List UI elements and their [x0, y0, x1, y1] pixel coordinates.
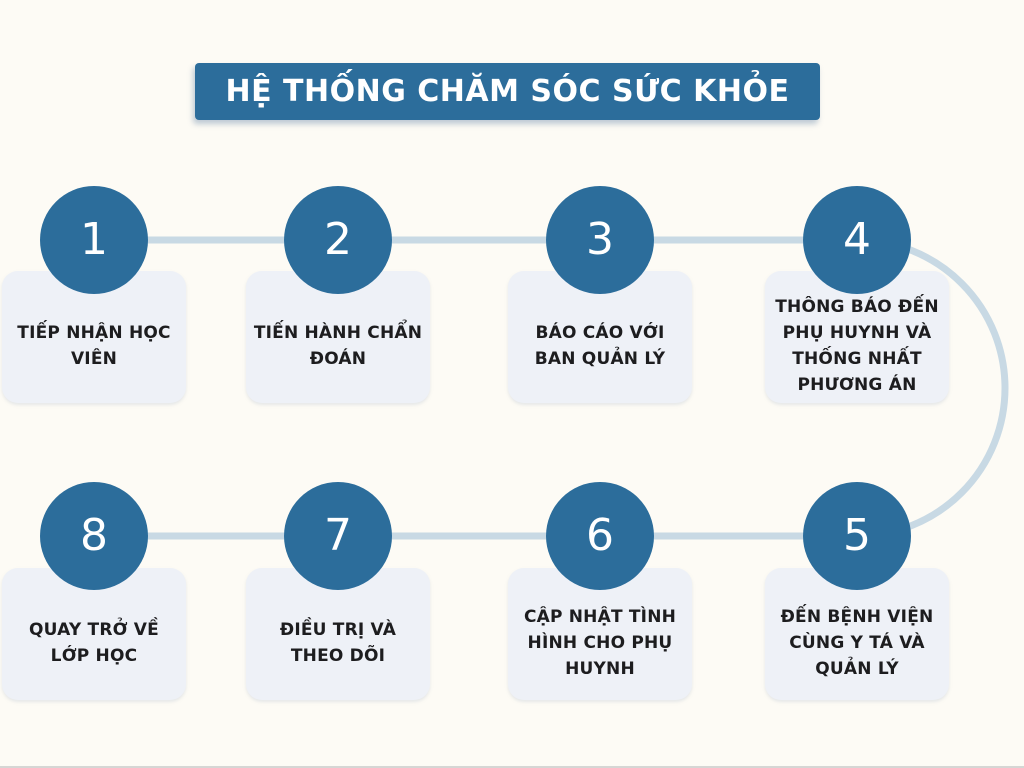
step-7-circle: 7 — [284, 482, 392, 590]
step-6-card: CẬP NHẬT TÌNH HÌNH CHO PHỤ HUYNH — [508, 568, 692, 700]
step-1-number: 1 — [80, 214, 108, 265]
step-7-label: ĐIỀU TRỊ VÀ THEO DÕI — [279, 620, 397, 666]
page-bottom-edge — [0, 766, 1024, 768]
step-7-number: 7 — [324, 510, 352, 561]
step-2-circle: 2 — [284, 186, 392, 294]
step-4-circle: 4 — [803, 186, 911, 294]
step-3-label: BÁO CÁO VỚI BAN QUẢN LÝ — [534, 323, 666, 369]
step-4-label: THÔNG BÁO ĐẾN PHỤ HUYNH VÀ THỐNG NHẤT PH… — [775, 297, 939, 395]
step-2-label: TIẾN HÀNH CHẨN ĐOÁN — [253, 323, 423, 369]
step-3-number: 3 — [586, 214, 614, 265]
step-2-number: 2 — [324, 214, 352, 265]
step-5-label: ĐẾN BỆNH VIỆN CÙNG Y TÁ VÀ QUẢN LÝ — [780, 607, 934, 679]
step-8-circle: 8 — [40, 482, 148, 590]
step-3-circle: 3 — [546, 186, 654, 294]
step-6-label: CẬP NHẬT TÌNH HÌNH CHO PHỤ HUYNH — [523, 607, 677, 679]
step-6-circle: 6 — [546, 482, 654, 590]
title-banner: HỆ THỐNG CHĂM SÓC SỨC KHỎE — [195, 63, 820, 120]
flow-path — [94, 236, 1009, 540]
step-1-label: TIẾP NHẬN HỌC VIÊN — [17, 323, 171, 369]
step-5-circle: 5 — [803, 482, 911, 590]
step-2-card: TIẾN HÀNH CHẨN ĐOÁN — [246, 271, 430, 403]
step-5-card: ĐẾN BỆNH VIỆN CÙNG Y TÁ VÀ QUẢN LÝ — [765, 568, 949, 700]
step-4-number: 4 — [843, 214, 871, 265]
step-6-number: 6 — [586, 510, 614, 561]
step-8-number: 8 — [80, 510, 108, 561]
step-8-card: QUAY TRỞ VỀ LỚP HỌC — [2, 568, 186, 700]
step-5-number: 5 — [843, 510, 871, 561]
step-7-card: ĐIỀU TRỊ VÀ THEO DÕI — [246, 568, 430, 700]
diagram-title: HỆ THỐNG CHĂM SÓC SỨC KHỎE — [225, 74, 790, 109]
step-1-circle: 1 — [40, 186, 148, 294]
step-8-label: QUAY TRỞ VỀ LỚP HỌC — [29, 620, 159, 666]
